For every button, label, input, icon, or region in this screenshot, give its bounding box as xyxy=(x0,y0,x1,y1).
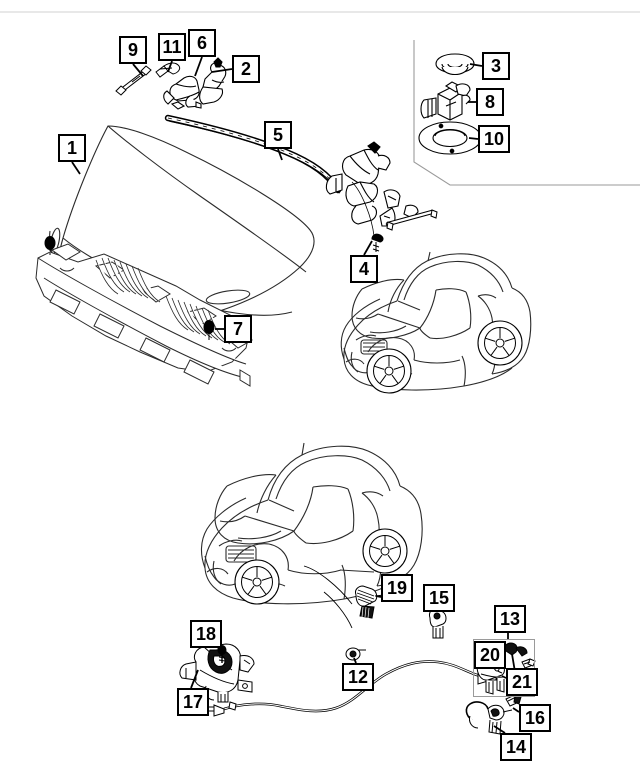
part-front-bumper-beam xyxy=(35,243,253,387)
part-hood-hinge-left xyxy=(163,75,200,110)
part-gas-strut-prop-rod xyxy=(115,65,152,96)
callout-label: 3 xyxy=(490,56,501,76)
callout-11[interactable]: 11 xyxy=(158,33,186,61)
callout-label: 12 xyxy=(347,667,369,687)
callout-1[interactable]: 1 xyxy=(58,134,86,162)
part-prop-rod-clip xyxy=(420,81,471,121)
callout-label: 11 xyxy=(162,37,182,57)
part-cable-grommet xyxy=(429,608,447,639)
callout-label: 19 xyxy=(386,578,408,598)
callout-17[interactable]: 17 xyxy=(177,688,209,716)
part-secondary-latch-lever xyxy=(465,701,513,735)
callout-15[interactable]: 15 xyxy=(423,584,455,612)
callout-label: 17 xyxy=(182,692,204,712)
part-latch-strut xyxy=(385,209,438,231)
callout-label: 20 xyxy=(479,645,501,665)
callout-9[interactable]: 9 xyxy=(119,36,147,64)
part-hood-latch-cluster xyxy=(325,141,419,227)
callout-20[interactable]: 20 xyxy=(474,641,506,669)
cable-end-grommet xyxy=(345,647,366,661)
release-handle-leaders xyxy=(303,565,353,629)
callout-label: 15 xyxy=(428,588,450,608)
leader-1 xyxy=(71,161,81,175)
group-bracket-polyline xyxy=(413,40,640,186)
part-hood-bumper-stop xyxy=(203,320,215,340)
car-wheel-rear xyxy=(477,320,523,366)
leader-14 xyxy=(493,725,506,734)
part-push-pin-retainer xyxy=(371,233,384,252)
callout-8[interactable]: 8 xyxy=(476,88,504,116)
part-hood-bumper-stop xyxy=(44,236,56,256)
leader-17 xyxy=(190,669,199,689)
callout-2[interactable]: 2 xyxy=(232,55,260,83)
callout-19[interactable]: 19 xyxy=(381,574,413,602)
callout-10[interactable]: 10 xyxy=(478,125,510,153)
illustration-car-upper xyxy=(340,251,532,391)
leader-6 xyxy=(194,56,203,77)
leader-2 xyxy=(211,68,233,73)
leader-19 xyxy=(375,595,382,598)
part-grommet-seal xyxy=(435,53,475,76)
callout-7[interactable]: 7 xyxy=(224,315,252,343)
leader-21 xyxy=(501,675,507,679)
callout-16[interactable]: 16 xyxy=(519,704,551,732)
callout-label: 10 xyxy=(483,129,505,149)
part-hood-release-handle xyxy=(355,585,386,619)
leader-3 xyxy=(469,63,483,67)
callout-4[interactable]: 4 xyxy=(350,255,378,283)
callout-label: 4 xyxy=(358,259,369,279)
leader-10 xyxy=(468,137,479,140)
callout-label: 7 xyxy=(232,319,243,339)
callout-14[interactable]: 14 xyxy=(500,733,532,761)
leader-11 xyxy=(167,60,173,73)
latch-leader-curve xyxy=(351,181,375,237)
leader-12 xyxy=(353,657,357,664)
callout-18[interactable]: 18 xyxy=(190,620,222,648)
callout-12[interactable]: 12 xyxy=(342,663,374,691)
leader-16 xyxy=(512,707,520,713)
callout-3[interactable]: 3 xyxy=(482,52,510,80)
leader-4 xyxy=(363,240,373,256)
callout-6[interactable]: 6 xyxy=(188,29,216,57)
callout-label: 1 xyxy=(66,138,77,158)
callout-13[interactable]: 13 xyxy=(494,605,526,633)
callout-label: 21 xyxy=(511,672,533,692)
callout-label: 9 xyxy=(127,40,138,60)
callout-label: 18 xyxy=(195,624,217,644)
callout-label: 6 xyxy=(196,33,207,53)
callout-label: 13 xyxy=(499,609,521,629)
callout-label: 14 xyxy=(505,737,527,757)
car-lower-wheel-rear xyxy=(362,528,408,574)
callout-21[interactable]: 21 xyxy=(506,668,538,696)
car-lower-wheel-front xyxy=(234,559,280,605)
car-wheel-front xyxy=(366,348,412,394)
callout-label: 5 xyxy=(272,125,283,145)
part-hood-weatherstrip-seal xyxy=(164,114,342,194)
callout-label: 2 xyxy=(240,59,251,79)
callout-label: 16 xyxy=(524,708,546,728)
callout-5[interactable]: 5 xyxy=(264,121,292,149)
leader-5 xyxy=(277,148,283,161)
leader-9 xyxy=(132,63,144,77)
callout-label: 8 xyxy=(484,92,495,112)
